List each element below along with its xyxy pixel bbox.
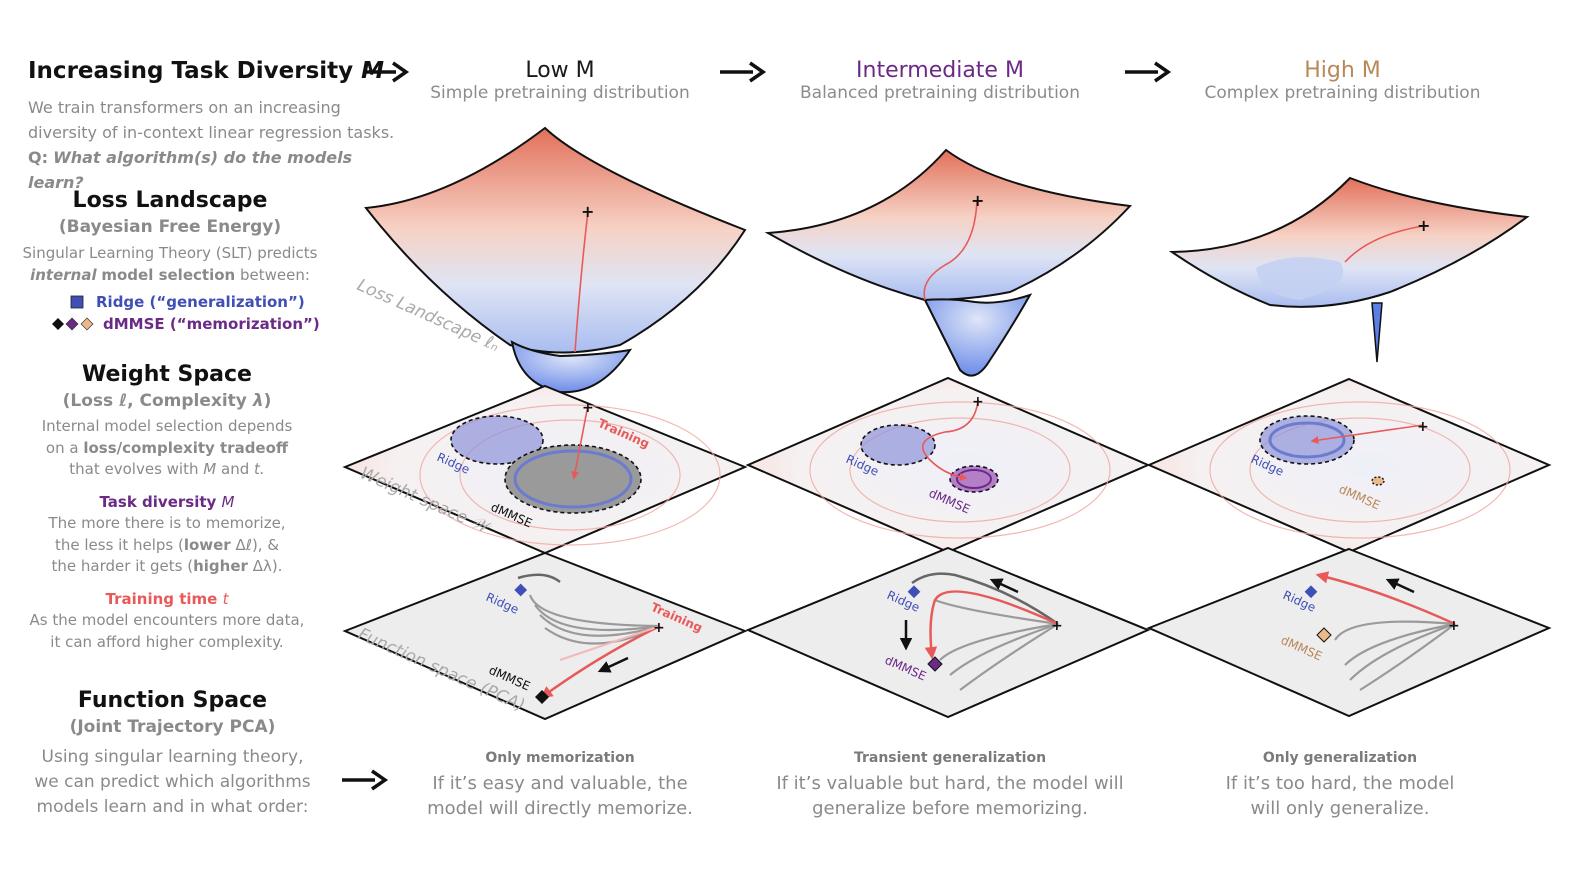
column-intermediate: + + Ridge dMMSE + Ridge dMMSE [745, 148, 1151, 719]
verdict-high: Only generalization If it’s too hard, th… [1225, 750, 1455, 819]
weight-plane-high [1146, 377, 1552, 554]
svg-text:+: + [1448, 618, 1460, 634]
column-header-low: Low M Simple pretraining distribution [430, 58, 690, 103]
svg-text:+: + [972, 394, 984, 410]
function-arrow [342, 769, 389, 791]
dmmse-marker-mid [65, 317, 79, 331]
dmmse-marker-high [80, 317, 94, 331]
svg-text:+: + [582, 400, 594, 416]
svg-text:+: + [971, 191, 984, 210]
svg-text:+: + [653, 620, 665, 636]
verdict-intermediate: Transient generalization If it’s valuabl… [776, 750, 1124, 819]
loss-spike-high [1371, 302, 1383, 363]
legend-dmmse: dMMSE (“memorization”) [103, 315, 320, 333]
loss-basin-mid [923, 293, 1033, 377]
svg-text:+: + [1051, 618, 1063, 634]
loss-surface-low [364, 126, 747, 354]
dmmse-marker-low [52, 318, 64, 330]
header-arrow-1 [363, 61, 410, 83]
ridge-marker [70, 295, 84, 309]
loss-surface-high [1168, 176, 1530, 308]
function-section: Function Space (Joint Trajectory PCA) Us… [34, 688, 311, 817]
intro-text: We train transformers on an increasing d… [28, 98, 395, 192]
verdict-low: Only memorization If it’s easy and valua… [427, 750, 693, 819]
header-arrow-2 [720, 61, 767, 83]
weight-section: Weight Space (Loss ℓ, Complexity λ) Inte… [29, 362, 305, 651]
svg-text:+: + [581, 202, 594, 221]
function-plane-mid [745, 546, 1151, 719]
loss-surface-mid [764, 148, 1133, 302]
loss-basin-low [510, 340, 633, 394]
column-high: + + Ridge dMMSE + Ridge dMMSE [1146, 176, 1552, 718]
column-low: + + Training Ridge dMMSE + Training Ridg [342, 126, 748, 721]
svg-text:+: + [1417, 419, 1429, 435]
svg-text:+: + [1417, 216, 1430, 235]
column-header-intermediate: Intermediate M Balanced pretraining dist… [799, 58, 1080, 103]
weight-plane-mid [745, 376, 1151, 554]
function-plane-low [342, 551, 748, 721]
column-header-high: High M Complex pretraining distribution [1204, 58, 1481, 103]
header-arrow-3 [1125, 61, 1172, 83]
function-plane-high [1146, 547, 1552, 718]
legend-ridge: Ridge (“generalization”) [96, 293, 305, 311]
loss-section: Loss Landscape (Bayesian Free Energy) Si… [22, 188, 318, 284]
intro-title: Increasing Task Diversity M [28, 58, 385, 84]
